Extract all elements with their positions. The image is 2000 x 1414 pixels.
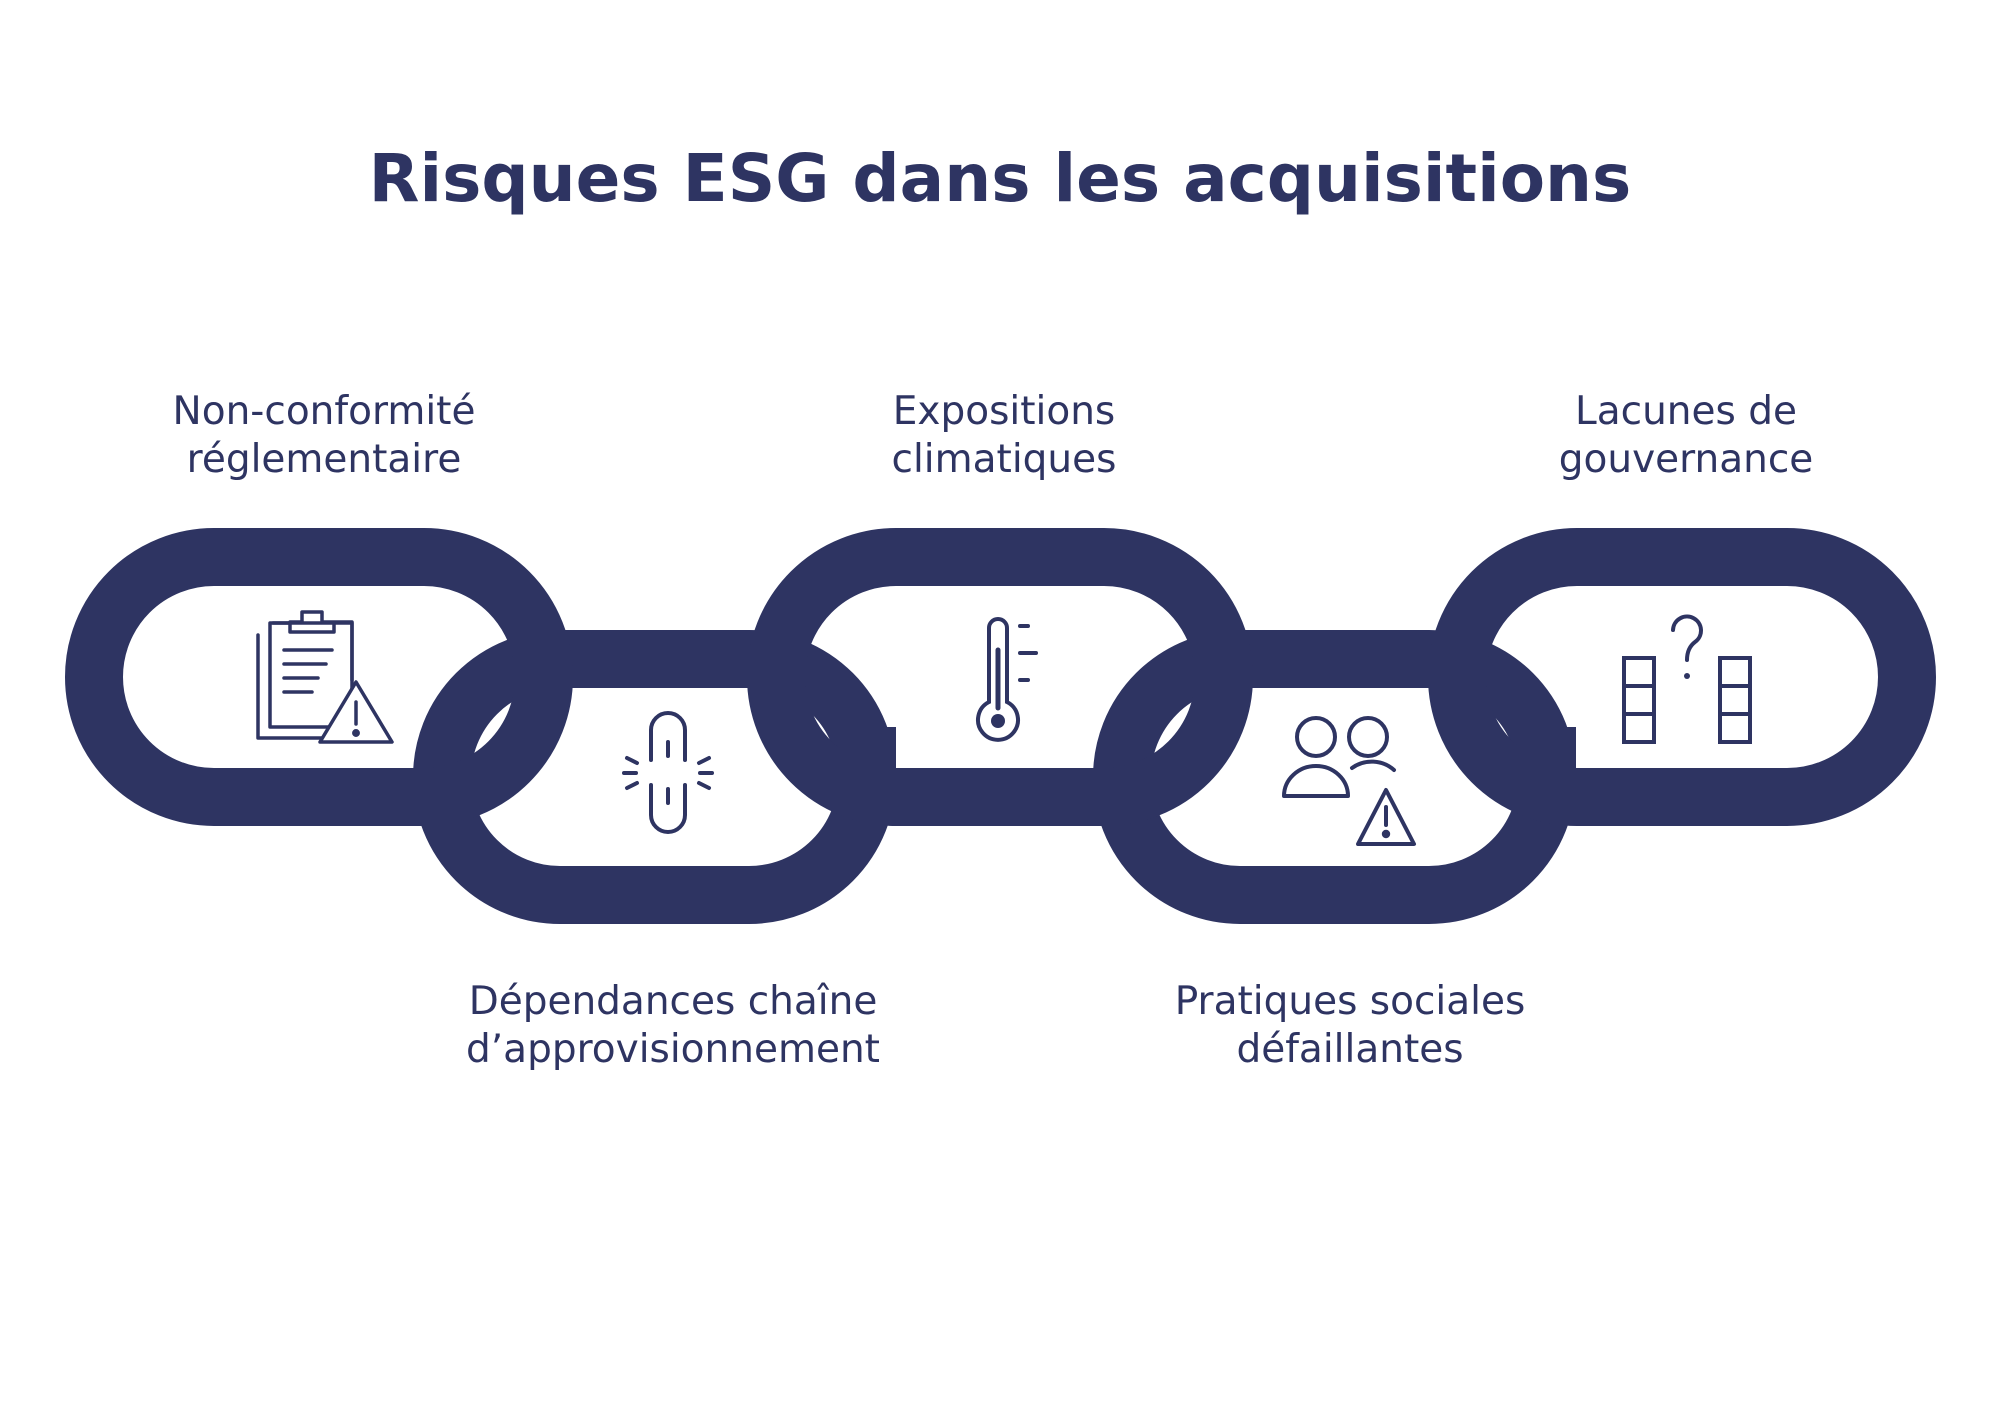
people-warning-icon [1282,716,1416,846]
label-line: Non-conformité [172,389,476,434]
label-line: réglementaire [186,437,462,482]
label-line: Pratiques sociales [1174,979,1526,1024]
thermometer-icon [976,617,1038,742]
label-governance-gaps: Lacunes de gouvernance [1426,388,1946,484]
label-regulatory-noncompliance: Non-conformité réglementaire [64,388,584,484]
chain-link-5 [1428,528,1936,826]
clipboard-warning-icon [256,610,394,744]
label-climate-exposures: Expositions climatiques [744,388,1264,484]
label-line: gouvernance [1558,437,1814,482]
blocks-question-icon [1622,614,1752,744]
label-line: Lacunes de [1575,389,1797,434]
chain-link-3 [747,528,1253,826]
label-line: Expositions [892,389,1116,434]
broken-link-icon [622,711,714,834]
label-line: Dépendances chaîne [468,979,878,1024]
label-deficient-social-practices: Pratiques sociales défaillantes [1090,978,1610,1074]
label-line: défaillantes [1236,1027,1464,1072]
chain-link-1 [65,528,573,826]
label-line: climatiques [891,437,1117,482]
page-title: Risques ESG dans les acquisitions [368,140,1632,217]
label-supply-chain-dependencies: Dépendances chaîne d’approvisionnement [413,978,933,1074]
label-line: d’approvisionnement [466,1027,880,1072]
